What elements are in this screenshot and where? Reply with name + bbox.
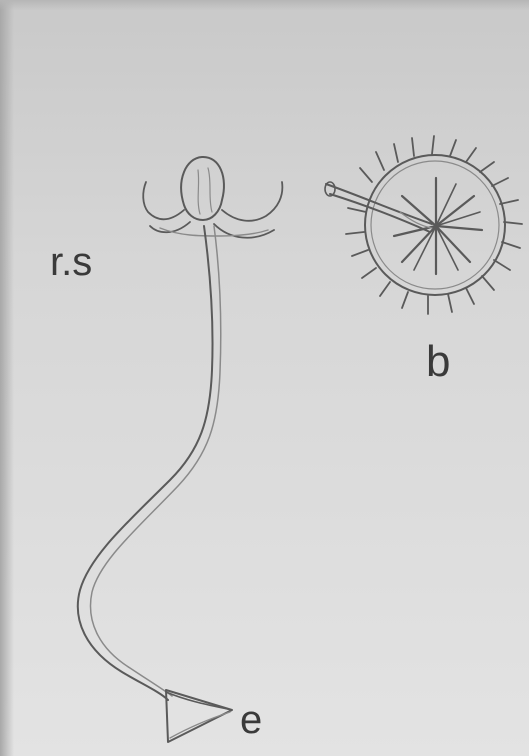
label-e: e: [240, 700, 262, 740]
circular-body-drawing: [325, 136, 522, 314]
ending-drawing: [166, 690, 232, 742]
receptor-structure-drawing: [143, 157, 282, 238]
stalk-drawing: [78, 226, 221, 700]
label-b: b: [426, 340, 450, 384]
label-rs: r.s: [50, 242, 92, 282]
